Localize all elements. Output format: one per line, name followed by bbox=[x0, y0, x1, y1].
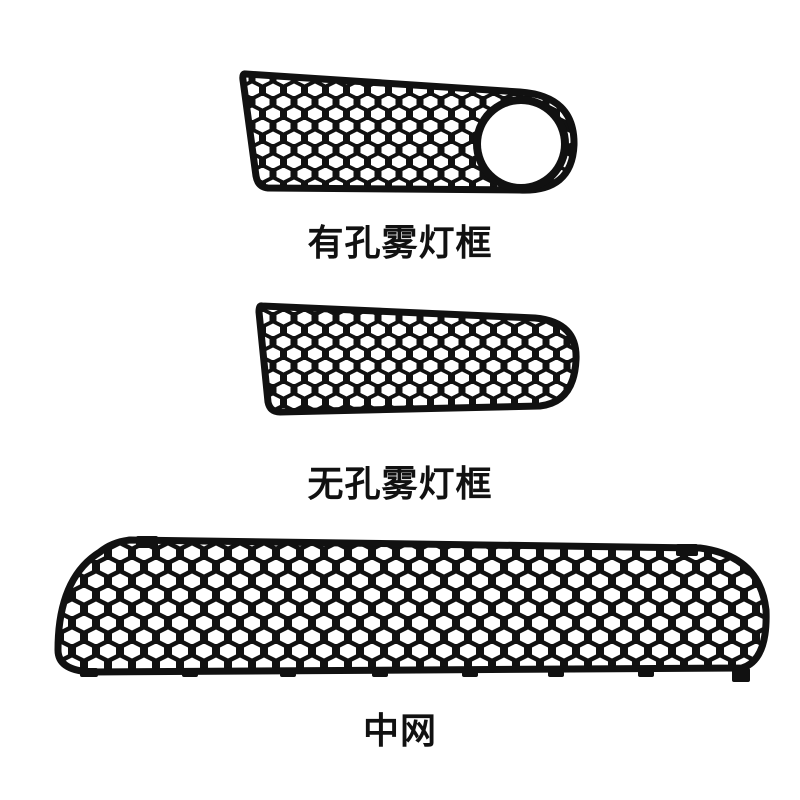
center-grille-image bbox=[54, 536, 770, 682]
fog-light-frame-without-hole-image bbox=[255, 302, 580, 416]
label-center-grille: 中网 bbox=[362, 711, 437, 752]
label-fog-light-frame-with-hole: 有孔雾灯框 bbox=[307, 223, 493, 264]
label-fog-light-frame-without-hole: 无孔雾灯框 bbox=[307, 464, 493, 505]
fog-light-frame-with-hole-image bbox=[239, 70, 578, 194]
